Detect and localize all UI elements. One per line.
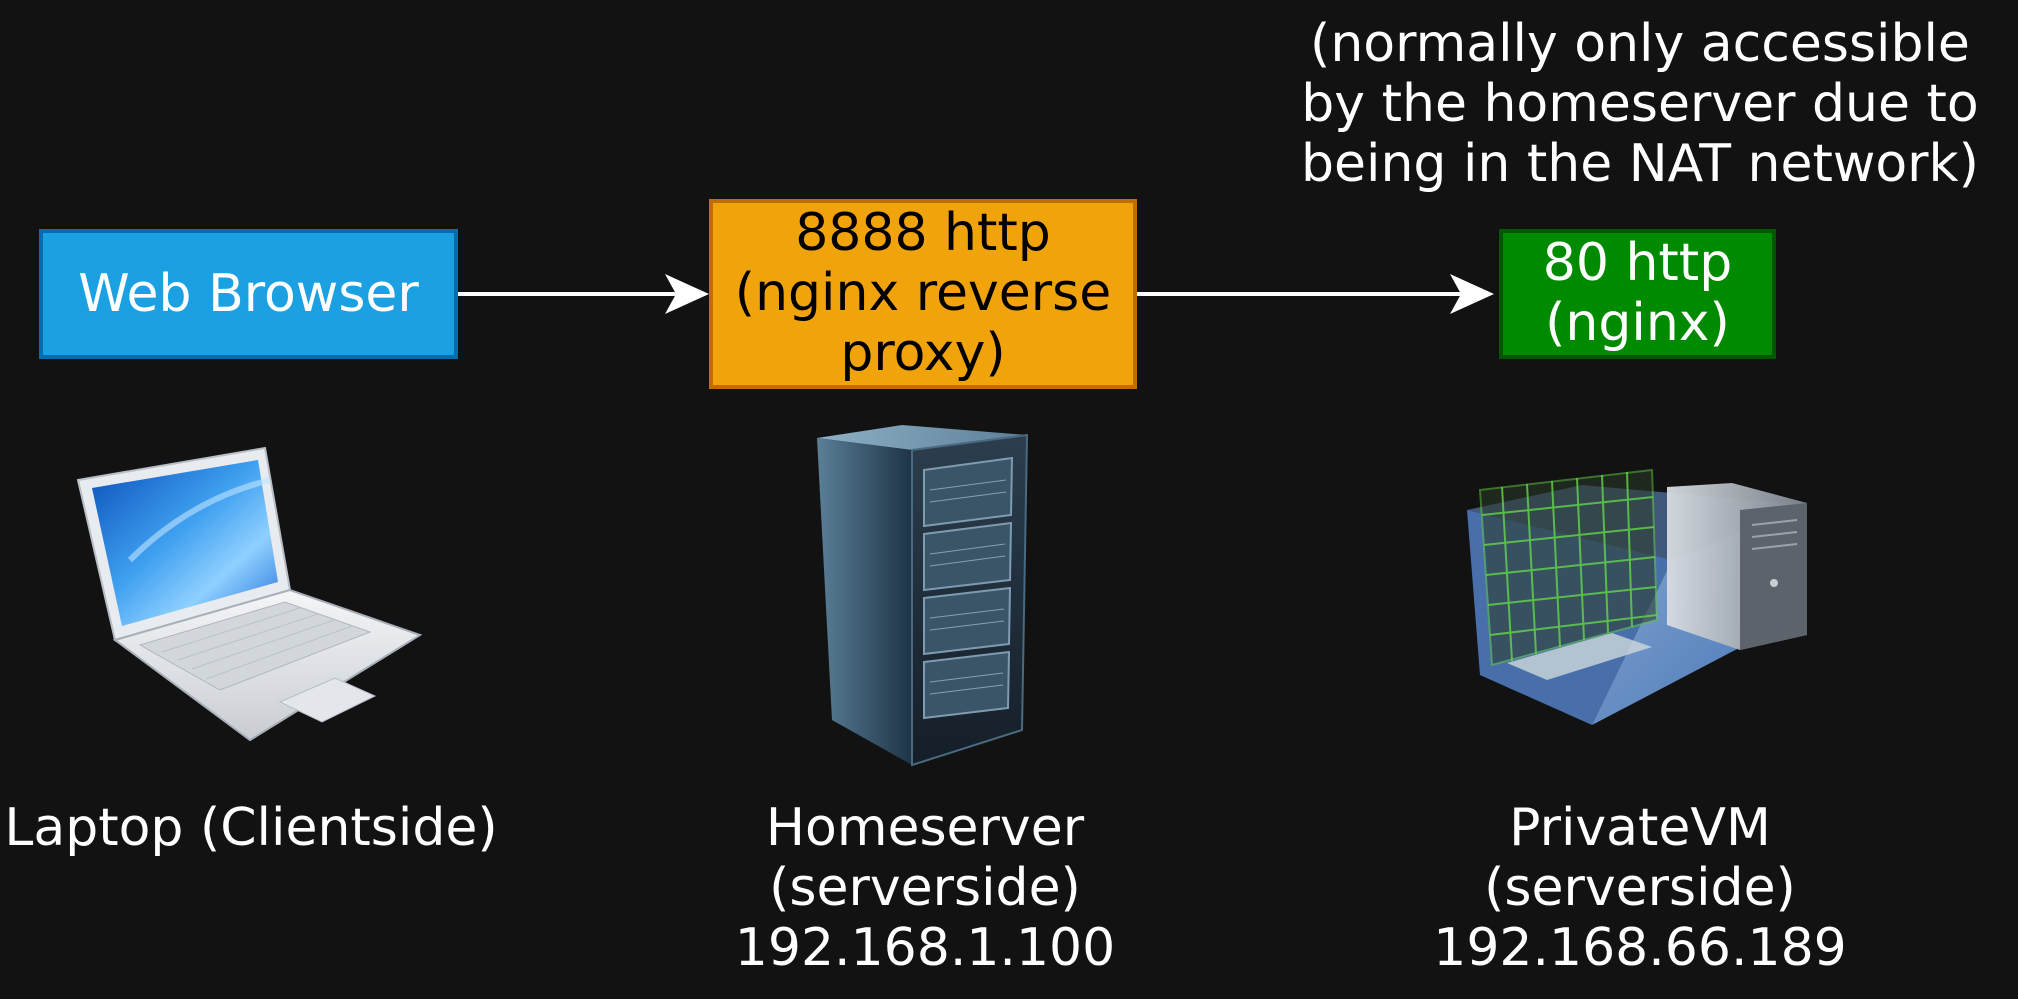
reverse-proxy-label: 8888 http (nginx reverse proxy): [734, 203, 1112, 383]
vm-nginx-label: 80 http (nginx): [1542, 233, 1733, 353]
server-rack-icon: [817, 425, 1029, 767]
virtual-machine-icon: [1467, 468, 1807, 725]
laptop-clientside-label: Laptop (Clientside): [4, 798, 498, 858]
nat-network-note: (normally only accessible by the homeser…: [1301, 14, 1979, 194]
laptop-icon: [76, 446, 423, 742]
arrow-proxy-to-vm: [1137, 274, 1494, 314]
web-browser-box: Web Browser: [39, 229, 458, 359]
arrow-browser-to-proxy: [458, 274, 709, 314]
vm-nginx-box: 80 http (nginx): [1499, 229, 1776, 359]
web-browser-label: Web Browser: [78, 263, 419, 324]
reverse-proxy-box: 8888 http (nginx reverse proxy): [709, 199, 1137, 389]
private-vm-label: PrivateVM (serverside) 192.168.66.189: [1433, 798, 1847, 978]
homeserver-label: Homeserver (serverside) 192.168.1.100: [734, 798, 1116, 978]
